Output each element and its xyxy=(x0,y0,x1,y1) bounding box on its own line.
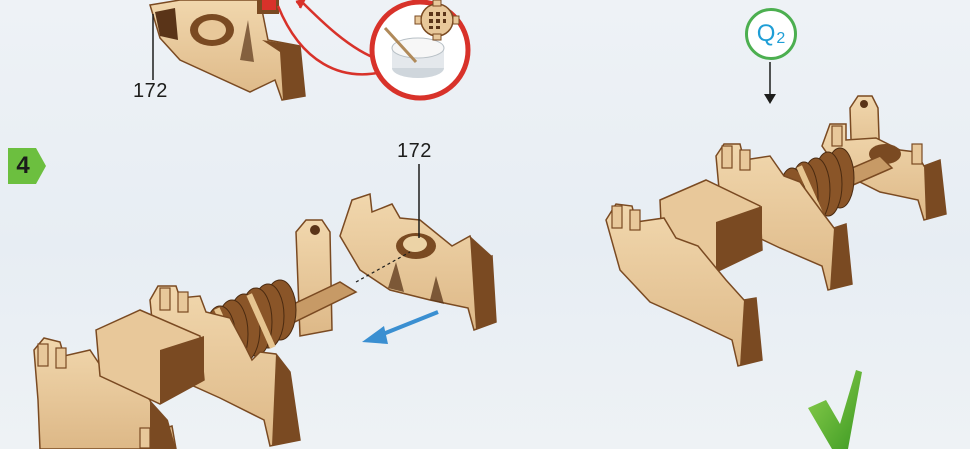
part-number-label-top: 172 xyxy=(133,80,168,103)
step-number-badge: 4 xyxy=(8,146,46,186)
insert-direction-arrow xyxy=(362,312,438,344)
bracket-part-172 xyxy=(340,194,496,330)
quality-check-badge: Q2 xyxy=(745,8,797,60)
quality-check-index: 2 xyxy=(776,30,785,47)
step-number: 4 xyxy=(8,146,38,186)
q2-pointer-head xyxy=(764,94,776,104)
part-number-label-mid: 172 xyxy=(397,140,432,163)
quality-check-letter: Q xyxy=(757,20,776,47)
assembly-completed xyxy=(606,96,946,366)
check-mark-icon xyxy=(808,370,862,449)
assembly-in-progress xyxy=(34,220,356,449)
glue-pot-inset xyxy=(372,0,468,98)
